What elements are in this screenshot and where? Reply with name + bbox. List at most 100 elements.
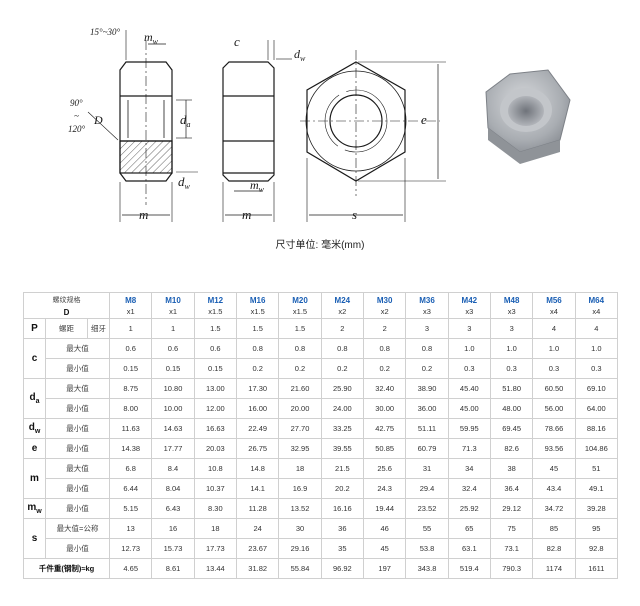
table-cell: 38.90 (405, 378, 449, 399)
table-cell: 92.8 (574, 538, 618, 559)
size-label: M30 (376, 295, 393, 305)
symbol-subscript: w (34, 428, 41, 435)
table-cell: 21.5 (320, 458, 365, 479)
table-cell: 11.63 (109, 418, 153, 439)
table-cell: 59.95 (447, 418, 491, 439)
table-cell: 15.73 (151, 538, 195, 559)
table-cell: 20.03 (193, 438, 238, 459)
thread-spec-label: 螺纹规格 (52, 296, 81, 304)
table-cell: 10.8 (193, 458, 238, 479)
nut-render-image (485, 69, 571, 164)
table-cell: 13.52 (278, 498, 322, 519)
row-label: 最大值=公称 (44, 518, 111, 539)
row-label-2: 细牙 (86, 318, 111, 339)
weight-cell: 8.61 (151, 558, 195, 579)
table-cell: 43.4 (532, 478, 576, 499)
table-cell: 11.28 (236, 498, 280, 519)
symbol-subscript: a (35, 398, 40, 405)
table-cell: 0.6 (151, 338, 195, 359)
row-label: 最小值 (44, 478, 111, 499)
table-cell: 36 (320, 518, 365, 539)
row-label: 最大值 (44, 338, 111, 359)
table-cell: 1 (151, 318, 195, 339)
row-label: 最小值 (44, 398, 111, 419)
table-cell: 53.8 (405, 538, 449, 559)
side-view (222, 40, 292, 222)
table-cell: 56.00 (532, 398, 576, 419)
weight-cell: 1611 (574, 558, 618, 579)
symbol-text: d (29, 392, 36, 403)
table-cell: 36.4 (489, 478, 534, 499)
size-label: M8 (125, 295, 137, 305)
table-cell: 45.40 (447, 378, 491, 399)
table-cell: 0.3 (447, 358, 491, 379)
table-cell: 8.4 (151, 458, 195, 479)
table-cell: 17.77 (151, 438, 195, 459)
table-cell: 20.00 (278, 398, 322, 419)
table-cell: 18 (278, 458, 322, 479)
table-cell: 17.73 (193, 538, 238, 559)
table-cell: 24.3 (362, 478, 407, 499)
table-cell: 24.00 (320, 398, 365, 419)
table-cell: 30.00 (362, 398, 407, 419)
table-cell: 4 (532, 318, 576, 339)
table-cell: 64.00 (574, 398, 618, 419)
size-label: M42 (461, 295, 478, 305)
table-cell: 10.80 (151, 378, 195, 399)
table-cell: 16.16 (320, 498, 365, 519)
row-label: 最小值 (44, 418, 111, 439)
table-cell: 0.8 (278, 338, 322, 359)
table-cell: 29.4 (405, 478, 449, 499)
symbol-cell: m (23, 458, 46, 499)
table-cell: 25.90 (320, 378, 365, 399)
pitch-label: x3 (465, 306, 474, 316)
row-label: 最小值 (44, 538, 111, 559)
d-label: D (93, 113, 103, 127)
table-cell: 30 (278, 518, 322, 539)
symbol-text: d (28, 422, 35, 433)
table-cell: 1.5 (278, 318, 322, 339)
table-cell: 32.95 (278, 438, 322, 459)
weight-cell: 31.82 (236, 558, 280, 579)
table-cell: 63.1 (447, 538, 491, 559)
table-cell: 0.15 (151, 358, 195, 379)
dw-label-left: dw (178, 174, 191, 191)
table-cell: 22.49 (236, 418, 280, 439)
weight-cell: 197 (362, 558, 407, 579)
table-cell: 69.45 (489, 418, 534, 439)
table-cell: 8.75 (109, 378, 153, 399)
table-cell: 34 (447, 458, 491, 479)
symbol-cell: da (23, 378, 46, 419)
unit-note: 尺寸单位: 毫米(mm) (275, 240, 365, 251)
table-cell: 8.30 (193, 498, 238, 519)
table-cell: 31 (405, 458, 449, 479)
table-cell: 2 (320, 318, 365, 339)
table-cell: 3 (405, 318, 449, 339)
table-cell: 1.5 (193, 318, 238, 339)
table-cell: 51.11 (405, 418, 449, 439)
table-cell: 45.00 (447, 398, 491, 419)
table-cell: 12.73 (109, 538, 153, 559)
table-cell: 6.43 (151, 498, 195, 519)
table-cell: 88.16 (574, 418, 618, 439)
weight-cell: 13.44 (193, 558, 238, 579)
symbol-text: c (31, 353, 38, 364)
table-cell: 16 (151, 518, 195, 539)
table-cell: 32.40 (362, 378, 407, 399)
table-cell: 82.6 (489, 438, 534, 459)
table-cell: 19.44 (362, 498, 407, 519)
table-cell: 6.8 (109, 458, 153, 479)
size-label: M56 (546, 295, 562, 305)
table-cell: 24 (236, 518, 280, 539)
size-label: M20 (292, 295, 308, 305)
m-label-side: m (242, 207, 251, 222)
